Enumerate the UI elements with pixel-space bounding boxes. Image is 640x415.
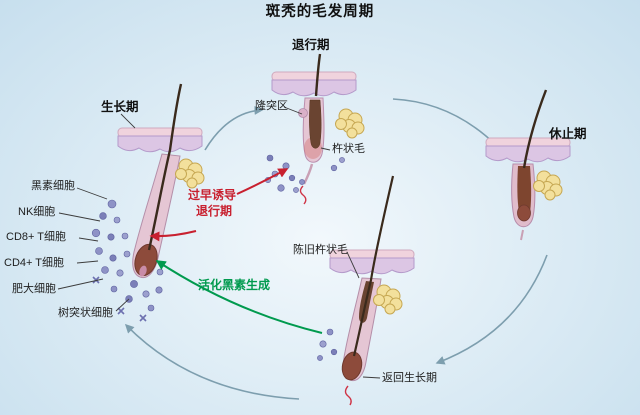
cycle-arrow-telogen-to-early-anagen xyxy=(435,254,548,365)
cycle-arrow-return-to-anagen xyxy=(124,323,300,400)
hair-shaft xyxy=(352,175,395,357)
mast-cell-marks xyxy=(92,276,147,322)
stage-label-telogen: 休止期 xyxy=(549,127,587,141)
label-nk-cell: NK细胞 xyxy=(18,206,56,218)
label-cd4-t-cell: CD4+ T细胞 xyxy=(4,257,65,269)
epithelial-strand xyxy=(302,163,314,185)
catagen-follicle-illustration xyxy=(264,53,365,205)
label-cd8-t-cell: CD8+ T细胞 xyxy=(6,231,67,243)
epithelial-strand xyxy=(520,229,524,241)
immune-cell-cluster xyxy=(91,199,164,312)
label-old-club-hair: 陈旧杵状毛 xyxy=(293,244,348,256)
skin-cross-section xyxy=(271,71,357,97)
pointer-line-dendritic-cell xyxy=(115,298,130,312)
dermal-papilla-remnant xyxy=(344,385,352,406)
label-dendritic-cell: 树突状细胞 xyxy=(58,307,113,319)
pointer-line-cd8 xyxy=(78,237,99,242)
early-anagen-follicle-illustration xyxy=(317,175,415,406)
pointer-line-old-club-hair xyxy=(346,251,360,279)
sebaceous-gland-icon xyxy=(335,108,365,139)
label-melanocyte: 黑素细胞 xyxy=(31,180,75,192)
pointer-line-club-hair xyxy=(320,147,331,151)
sebaceous-gland-icon xyxy=(175,158,205,189)
sebaceous-gland-icon xyxy=(373,284,403,315)
anagen-follicle-illustration xyxy=(91,83,205,322)
annotation-premature-induction-line2: 退行期 xyxy=(196,204,233,218)
cycle-arrow-anagen-to-catagen xyxy=(204,105,264,151)
premature-catagen-arrows xyxy=(149,168,289,242)
diagram-title: 斑秃的毛发周期 xyxy=(265,4,375,20)
red-arrow-to-anagen-bulb xyxy=(149,230,197,242)
cycle-arrow-catagen-to-telogen xyxy=(392,98,499,148)
telogen-follicle-illustration xyxy=(485,89,571,241)
dermal-papilla-remnant xyxy=(299,185,307,205)
label-mast-cell: 肥大细胞 xyxy=(12,283,56,295)
stage-label-catagen: 退行期 xyxy=(292,38,330,52)
stage-label-anagen: 生长期 xyxy=(101,100,139,114)
pointer-line-nk-cell xyxy=(58,212,101,222)
pointer-line-melanocyte xyxy=(76,187,108,200)
hair-shaft xyxy=(147,83,183,251)
pointer-line-return xyxy=(362,376,381,379)
green-arrow-melanogenesis xyxy=(155,260,323,334)
skin-cross-section xyxy=(117,127,203,153)
immune-cell-cluster xyxy=(317,328,338,361)
annotation-premature-induction-line1: 过早诱导 xyxy=(188,188,237,202)
pointer-line-cd4 xyxy=(76,260,99,264)
pointer-line-bulge xyxy=(283,106,303,115)
cycle-arrows xyxy=(124,98,548,400)
hair-shaft xyxy=(314,53,322,97)
stage-label-return-to-anagen: 返回生长期 xyxy=(382,372,437,384)
pointer-line-mast-cell xyxy=(57,278,104,290)
dermal-papilla xyxy=(139,265,147,277)
label-bulge: 隆突区 xyxy=(255,100,288,112)
club-hair-shape xyxy=(309,99,322,149)
telogen-bulb xyxy=(517,204,531,222)
label-club-hair: 杵状毛 xyxy=(332,143,365,155)
hair-shaft xyxy=(522,89,548,169)
annotation-melanogenesis-activation: 活化黑素生成 xyxy=(198,278,271,292)
sebaceous-gland-icon xyxy=(533,170,563,201)
pointer-lines xyxy=(57,106,381,379)
pointer-line-anagen xyxy=(120,113,136,129)
red-arrow-to-catagen xyxy=(236,168,289,195)
